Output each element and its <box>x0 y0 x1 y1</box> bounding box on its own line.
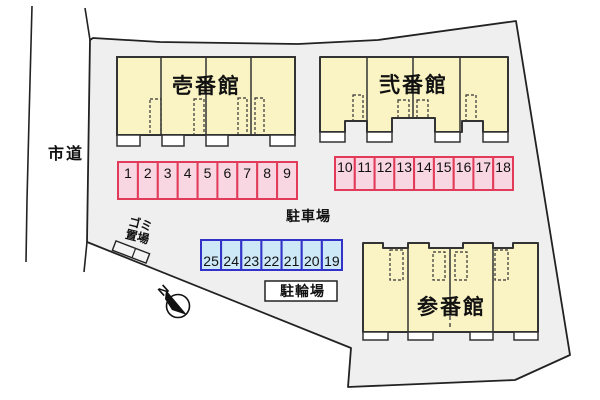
entrance-door-icon <box>494 249 509 281</box>
parking-space-number: 14 <box>416 159 432 175</box>
compass-north-icon: N <box>155 282 191 319</box>
entrance-door-icon <box>465 94 477 122</box>
parking-lot-label: 駐車場 <box>286 208 331 224</box>
bike-space-number: 20 <box>304 253 320 269</box>
building-3-label: 参番館 <box>417 295 486 319</box>
entrance-door-icon <box>454 251 468 281</box>
bike-parking-label: 駐輪場 <box>280 283 325 299</box>
parking-row-1 <box>117 161 299 200</box>
parking-space <box>276 161 299 200</box>
parking-row-1-numbers: 1 2 3 4 5 6 7 8 9 <box>124 165 291 181</box>
parking-space-number: 9 <box>283 165 291 181</box>
entrance-door-icon <box>149 98 162 136</box>
parking-space-number: 12 <box>377 159 393 175</box>
parking-row-2 <box>334 156 515 191</box>
garbage-area: ゴミ 置場 <box>111 214 154 265</box>
bike-space-number: 25 <box>203 253 219 269</box>
bike-space <box>320 239 343 271</box>
bike-parking-row-numbers: 25 24 23 22 21 20 19 <box>203 253 340 269</box>
bike-space-number: 23 <box>244 253 260 269</box>
bike-space-number: 21 <box>284 253 300 269</box>
parking-space-number: 18 <box>495 159 511 175</box>
parking-space-number: 1 <box>124 165 132 181</box>
parking-space-number: 7 <box>243 165 251 181</box>
parking-space-number: 3 <box>164 165 172 181</box>
entrance-door-icon <box>397 99 410 119</box>
parking-space-number: 4 <box>184 165 192 181</box>
bike-space-number: 24 <box>223 253 239 269</box>
parking-space-number: 8 <box>263 165 271 181</box>
parking-space-number: 6 <box>224 165 232 181</box>
parking-space-number: 2 <box>144 165 152 181</box>
parking-space-number: 10 <box>337 159 353 175</box>
parking-space-number: 17 <box>476 159 492 175</box>
entrance-door-icon <box>237 97 248 136</box>
parking-space <box>492 156 515 191</box>
bike-space-number: 22 <box>264 253 280 269</box>
bike-parking-label-box: 駐輪場 <box>264 280 338 302</box>
bike-parking-row <box>200 239 343 271</box>
entrance-door-icon <box>193 98 205 136</box>
road-lines <box>25 5 94 273</box>
parking-space-number: 11 <box>357 159 372 175</box>
building-3: 参番館 <box>362 242 539 341</box>
building-2-label: 弐番館 <box>379 73 448 97</box>
parking-space-number: 5 <box>204 165 212 181</box>
bike-space-number: 19 <box>324 253 340 269</box>
entrance-door-icon <box>254 97 265 136</box>
parking-space-number: 13 <box>396 159 412 175</box>
entrance-door-icon <box>352 94 364 122</box>
building-1: 壱番館 <box>116 56 296 147</box>
parking-space-number: 15 <box>436 159 452 175</box>
parking-row-2-numbers: 10 11 12 13 14 15 16 17 18 <box>337 159 511 175</box>
parking-space-number: 16 <box>456 159 472 175</box>
entrance-door-icon <box>432 251 446 281</box>
building-2: 弐番館 <box>319 56 509 143</box>
entrance-door-icon <box>389 249 404 281</box>
garbage-label-line2: 置場 <box>124 226 151 246</box>
building-1-label: 壱番館 <box>172 74 241 98</box>
road-label: 市道 <box>48 144 84 163</box>
entrance-door-icon <box>416 99 429 119</box>
garbage-label-line1: ゴミ <box>127 214 154 234</box>
